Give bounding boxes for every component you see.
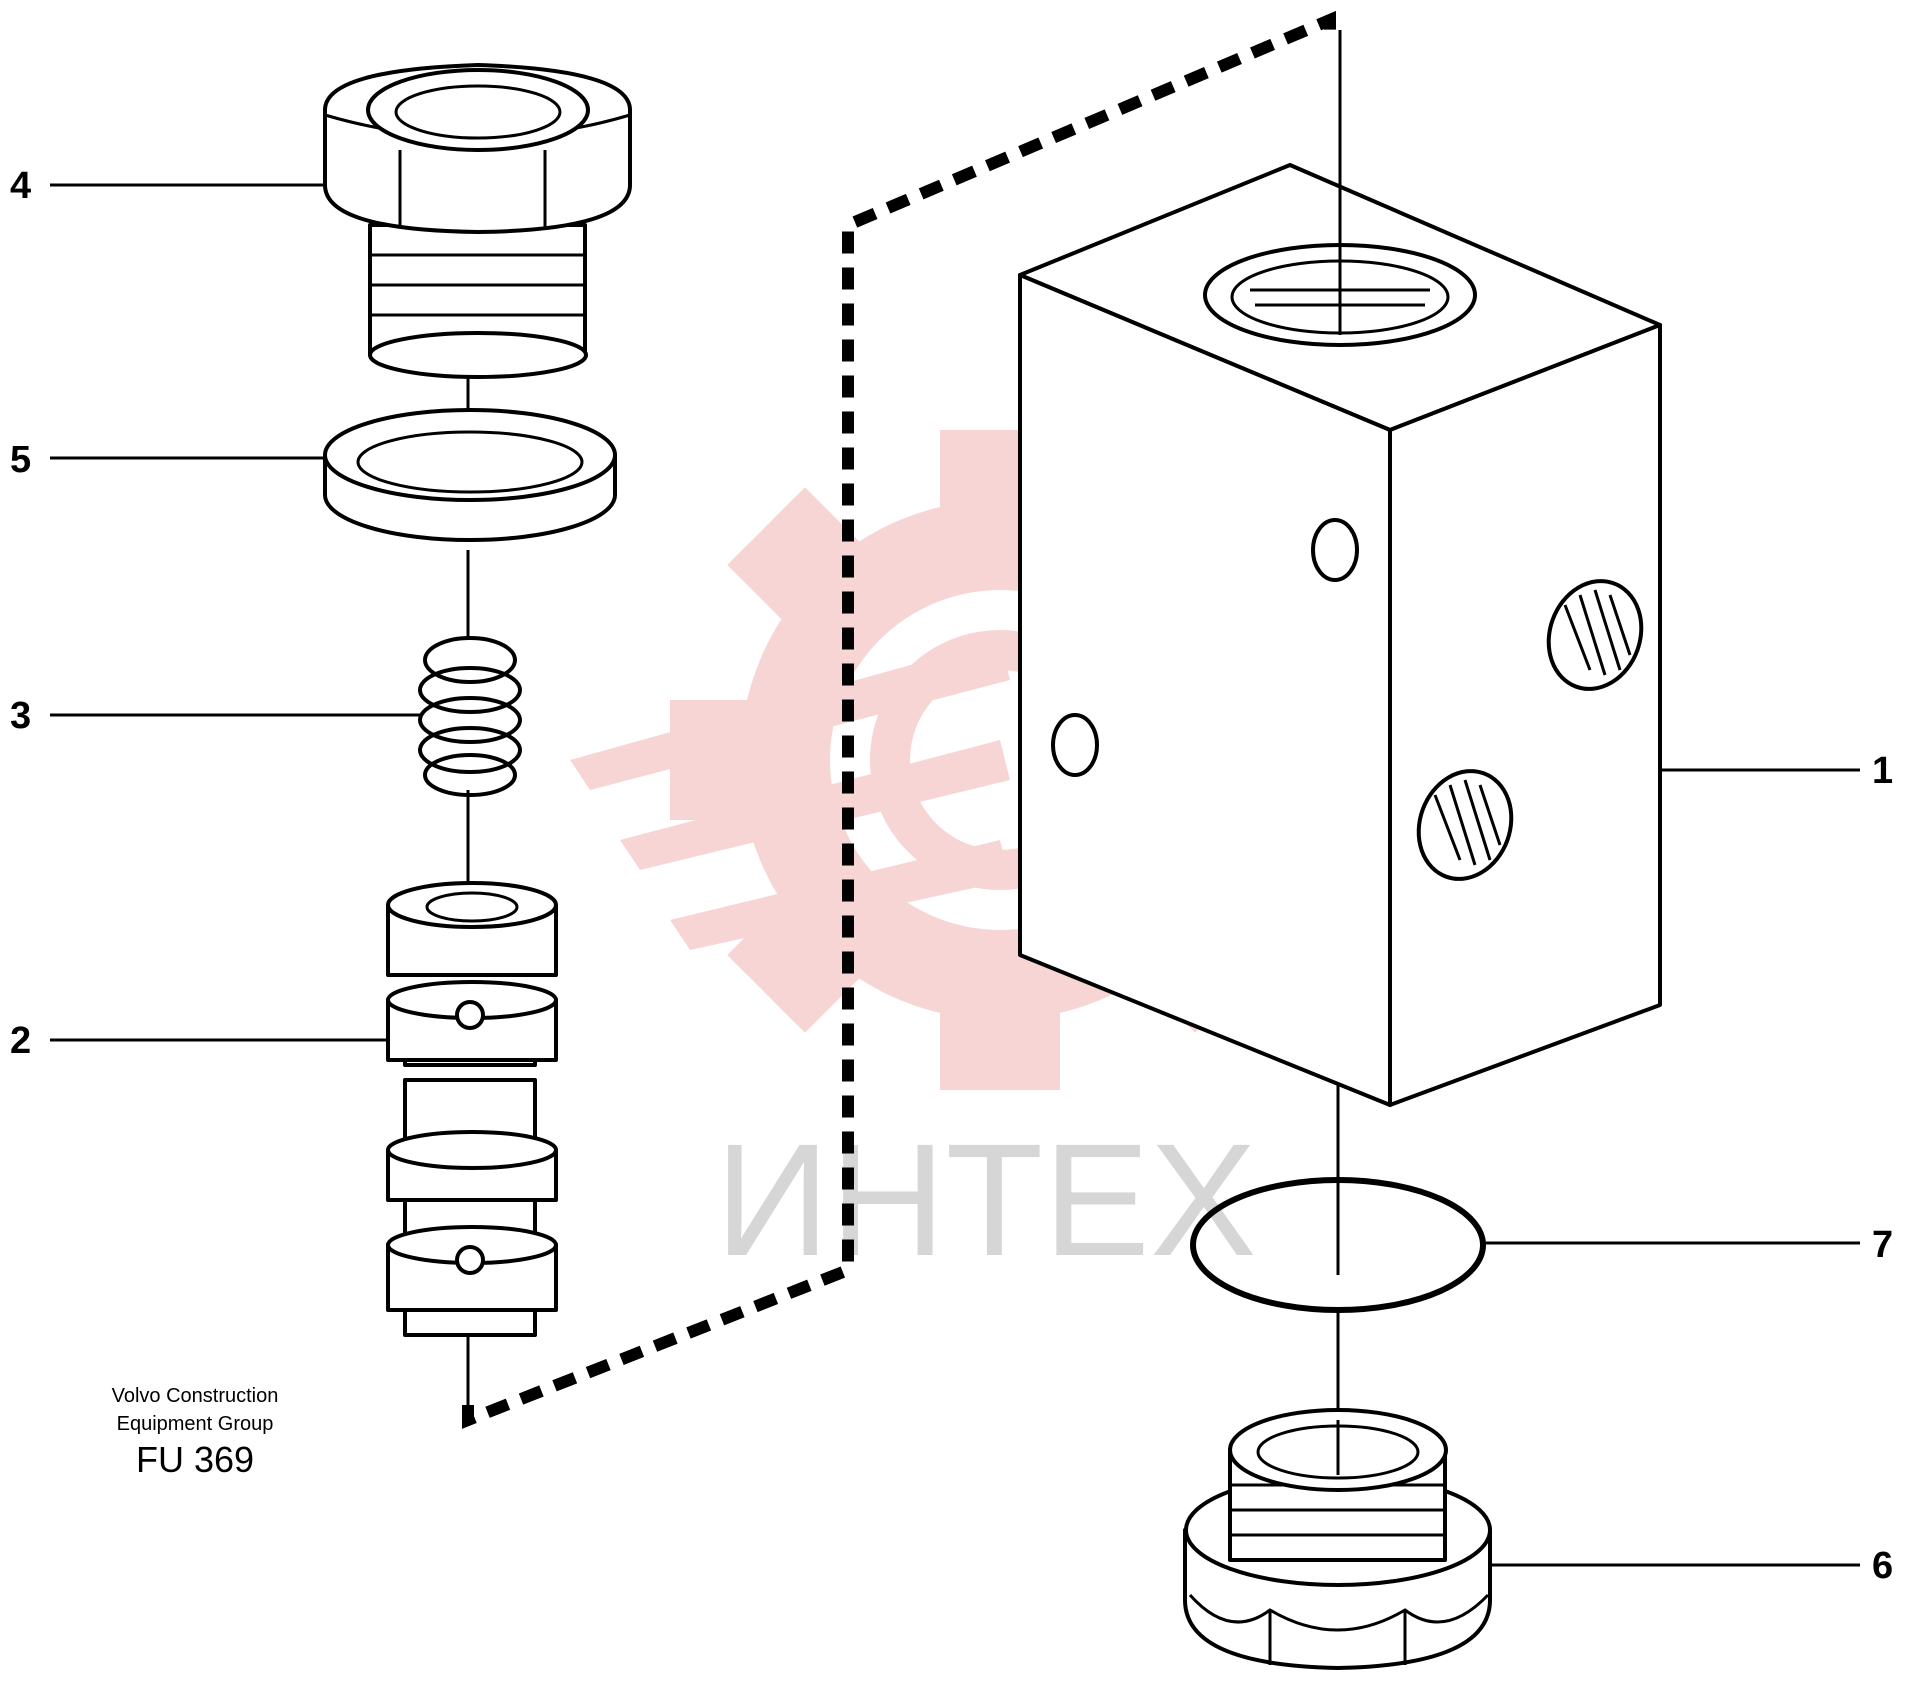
part-4-hex-plug [323, 63, 632, 379]
watermark-text: ИНТЕХ [715, 1110, 1257, 1289]
callout-1: 1 [1872, 750, 1893, 792]
part-5-washer [323, 408, 617, 542]
credit-line-1: Volvo Construction [112, 1385, 279, 1407]
callout-2: 2 [10, 1020, 31, 1062]
figure-code: FU 369 [136, 1439, 254, 1480]
part-2-spool [386, 881, 558, 1337]
part-1-valve-block [1018, 30, 1662, 1107]
callout-5: 5 [10, 439, 31, 481]
part-7-o-ring [1190, 1177, 1486, 1313]
credit-line-2: Equipment Group [117, 1413, 274, 1435]
callout-7: 7 [1872, 1224, 1893, 1266]
part-6-bottom-plug [1183, 1408, 1492, 1670]
callout-6: 6 [1872, 1545, 1893, 1587]
callout-4: 4 [10, 165, 31, 207]
part-3-spring [418, 636, 522, 797]
callout-3: 3 [10, 695, 31, 737]
assembly-dashed-path [462, 10, 1336, 1429]
